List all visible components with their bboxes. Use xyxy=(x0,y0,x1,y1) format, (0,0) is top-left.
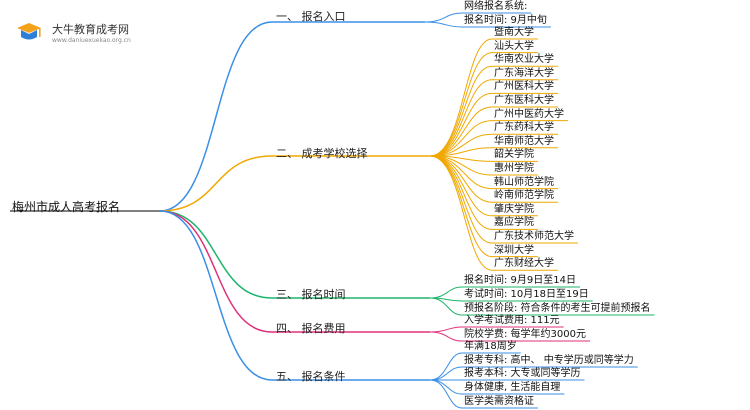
leaf-curve-2-4 xyxy=(429,79,493,157)
logo-title: 大牛教育成考网 xyxy=(52,23,129,36)
leaf-curve-3-3 xyxy=(429,297,463,316)
branch-label-5: 五、 报名条件 xyxy=(276,370,346,383)
leaf-curve-2-7 xyxy=(429,120,493,157)
leaf-curve-2-2 xyxy=(429,52,493,157)
leaf-text-2-16: 广东技术师范大学 xyxy=(494,231,574,242)
leaf-curve-4-2 xyxy=(429,331,463,342)
leaf-curve-2-13 xyxy=(429,155,493,203)
leaf-text-2-4: 广东海洋大学 xyxy=(494,67,554,79)
leaf-text-2-12: 韩山师范学院 xyxy=(494,176,554,188)
leaf-text-2-5: 广州医科大学 xyxy=(494,81,554,93)
leaf-curve-5-1 xyxy=(429,352,463,381)
leaf-text-2-6: 广东医科大学 xyxy=(494,95,554,106)
logo-subtitle: www.daniuexuekao.org.cn xyxy=(52,37,131,44)
leaf-text-4-1: 入学考试费用: 111元 xyxy=(464,315,560,326)
leaf-curve-2-14 xyxy=(429,155,493,217)
leaf-text-5-2: 报考专科: 高中、 中专学历或同等学力 xyxy=(464,355,634,366)
leaf-text-2-10: 韶关学院 xyxy=(494,149,534,161)
branch-curve-4 xyxy=(159,210,273,333)
leaf-text-3-3: 预报名阶段: 符合条件的考生可提前预报名 xyxy=(464,303,651,314)
branch-curve-3 xyxy=(159,210,273,299)
branch-curve-2 xyxy=(159,155,273,212)
branch-curve-5 xyxy=(159,210,273,381)
leaf-curve-3-1 xyxy=(429,286,463,299)
leaf-text-2-2: 汕头大学 xyxy=(494,40,534,52)
leaf-text-5-5: 医学类需资格证 xyxy=(464,396,534,407)
leaf-curve-1-1 xyxy=(424,12,463,23)
leaf-text-5-1: 年满18周岁 xyxy=(464,341,517,352)
leaf-curve-2-5 xyxy=(429,92,493,157)
leaf-text-2-13: 岭南师范学院 xyxy=(494,190,554,202)
book-logo-icon xyxy=(17,23,41,40)
leaf-text-2-1: 暨南大学 xyxy=(494,27,534,38)
leaf-text-1-1: 网络报名系统: xyxy=(464,1,528,12)
root-topic: 梅州市成人高考报名 xyxy=(12,200,121,214)
leaf-text-3-2: 考试时间: 10月18日至19日 xyxy=(464,289,589,300)
leaf-text-5-3: 报考本科: 大专或同等学历 xyxy=(464,368,581,379)
branch-label-3: 三、 报名时间 xyxy=(276,288,346,301)
leaf-text-2-18: 广东财经大学 xyxy=(494,258,554,270)
leaf-text-2-15: 嘉应学院 xyxy=(494,217,534,229)
branch-label-4: 四、 报名费用 xyxy=(276,322,346,335)
leaf-curve-2-18 xyxy=(429,155,493,271)
leaf-text-2-14: 肇庆学院 xyxy=(494,203,534,215)
branch-label-1: 一、 报名入口 xyxy=(276,10,346,23)
leaf-text-2-17: 深圳大学 xyxy=(494,244,534,256)
leaf-text-2-7: 广州中医药大学 xyxy=(494,108,564,120)
leaf-curve-4-1 xyxy=(429,326,463,333)
leaf-curve-2-3 xyxy=(429,65,493,157)
leaf-text-1-2: 报名时间: 9月中旬 xyxy=(464,15,547,26)
branch-curve-1 xyxy=(159,21,273,212)
leaf-text-2-3: 华南农业大学 xyxy=(494,54,554,66)
leaf-curve-1-2 xyxy=(424,21,463,28)
leaf-curve-5-5 xyxy=(429,379,463,409)
leaf-text-5-4: 身体健康, 生活能自理 xyxy=(464,382,561,393)
leaf-text-4-2: 院校学费: 每学年约3000元 xyxy=(464,329,586,340)
branch-label-2: 二、 成考学校选择 xyxy=(276,147,368,160)
leaf-text-3-1: 报名时间: 9月9日至14日 xyxy=(464,275,576,286)
leaf-curve-2-1 xyxy=(429,38,493,157)
leaf-curve-2-6 xyxy=(429,106,493,157)
leaf-text-2-9: 华南师范大学 xyxy=(494,135,554,147)
leaf-text-2-11: 惠州学院 xyxy=(494,163,534,174)
leaf-text-2-8: 广东药科大学 xyxy=(494,122,554,134)
